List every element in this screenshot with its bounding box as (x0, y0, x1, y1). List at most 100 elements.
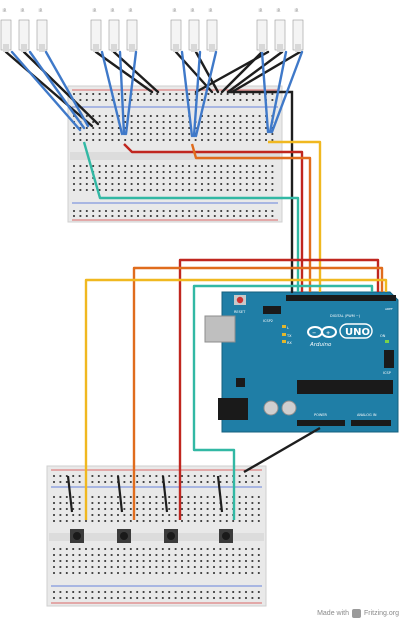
breadboard-hole (213, 133, 216, 135)
wire-teal-top (82, 141, 300, 292)
breadboard-hole (110, 502, 113, 504)
breadboard-hole (207, 115, 210, 117)
breadboard-hole (193, 572, 196, 574)
breadboard-hole (257, 572, 260, 574)
wire-blue-1 (10, 50, 82, 132)
breadboard-hole (245, 210, 248, 212)
breadboard-hole (155, 572, 158, 574)
ir-sensor-label: IR (93, 8, 97, 13)
breadboard-hole (174, 481, 177, 483)
breadboard-hole (53, 520, 55, 522)
breadboard-hole (257, 481, 260, 483)
breadboard-hole (220, 183, 223, 185)
breadboard-hole (92, 127, 95, 129)
breadboard-hole (155, 514, 158, 516)
breadboard-hole (149, 133, 152, 135)
breadboard-hole (110, 548, 113, 550)
breadboard-hole (104, 496, 107, 498)
breadboard-hole (271, 183, 274, 185)
breadboard-hole (181, 127, 184, 129)
breadboard-hole (168, 475, 171, 477)
breadboard-hole (161, 514, 164, 516)
breadboard-hole (98, 127, 101, 129)
breadboard-hole (252, 189, 255, 191)
breadboard-hole (91, 496, 94, 498)
breadboard-hole (238, 520, 241, 522)
breadboard-hole (251, 508, 254, 510)
breadboard-hole (123, 597, 126, 599)
breadboard-hole (219, 566, 222, 568)
breadboard-hole (200, 554, 203, 556)
lead-3 (161, 475, 169, 513)
breadboard-hole (257, 508, 260, 510)
breadboard-hole (161, 597, 164, 599)
breadboard-hole (59, 597, 62, 599)
breadboard-hole (251, 475, 254, 477)
breadboard-hole (73, 93, 75, 95)
breadboard-hole (258, 215, 261, 217)
breadboard-hole (226, 127, 229, 129)
breadboard-hole (124, 127, 127, 129)
breadboard-hole (193, 502, 196, 504)
breadboard-hole (104, 475, 107, 477)
breadboard-hole (251, 514, 254, 516)
breadboard-hole (220, 177, 223, 179)
breadboard-hole (201, 215, 203, 217)
breadboard-hole (117, 514, 119, 516)
analog-label: ANALOG IN (357, 413, 377, 417)
breadboard-hole (117, 597, 119, 599)
breadboard-hole (239, 121, 242, 123)
breadboard-hole (98, 115, 101, 117)
breadboard-hole (72, 554, 75, 556)
breadboard-hole (130, 139, 133, 141)
push-button-2 (117, 529, 131, 543)
wire-black-3 (94, 50, 154, 94)
breadboard-hole (239, 93, 242, 95)
breadboard-hole (239, 115, 242, 117)
breadboard-hole (117, 591, 119, 593)
breadboard-hole (72, 560, 75, 562)
breadboard-hole (181, 210, 184, 212)
breadboard-hole (73, 177, 75, 179)
breadboard-hole (252, 133, 255, 135)
breadboard-hole (143, 133, 146, 135)
breadboard-hole (257, 475, 260, 477)
breadboard-hole (206, 566, 209, 568)
breadboard-hole (225, 514, 228, 516)
breadboard-hole (213, 127, 216, 129)
breadboard-hole (136, 554, 139, 556)
breadboard-hole (78, 566, 81, 568)
breadboard-hole (155, 566, 158, 568)
breadboard-hole (65, 475, 68, 477)
breadboard-hole (238, 572, 241, 574)
breadboard-hole (207, 177, 210, 179)
wire-blue-9 (194, 50, 218, 138)
breadboard-hole (129, 520, 132, 522)
breadboard-hole (175, 177, 178, 179)
breadboard-hole (110, 597, 113, 599)
breadboard-hole (65, 597, 68, 599)
breadboard-hole (117, 496, 119, 498)
breadboard-hole (111, 121, 114, 123)
breadboard-hole (136, 502, 139, 504)
breadboard-hole (245, 133, 248, 135)
breadboard-hole (65, 514, 68, 516)
usb-port (204, 315, 236, 343)
breadboard-hole (220, 133, 223, 135)
breadboard-hole (193, 520, 196, 522)
breadboard-hole (161, 548, 164, 550)
breadboard-hole (213, 481, 215, 483)
breadboard-hole (129, 514, 132, 516)
breadboard-hole (193, 514, 196, 516)
breadboard-hole (137, 93, 139, 95)
breadboard-hole (200, 508, 203, 510)
breadboard-hole (92, 210, 95, 212)
breadboard-hole (142, 548, 145, 550)
breadboard-hole (188, 189, 191, 191)
breadboard-hole (251, 502, 254, 504)
breadboard-hole (238, 554, 241, 556)
breadboard-hole (188, 133, 191, 135)
breadboard-hole (213, 548, 215, 550)
ir-sensor: IR (170, 8, 182, 52)
breadboard-hole (175, 127, 178, 129)
